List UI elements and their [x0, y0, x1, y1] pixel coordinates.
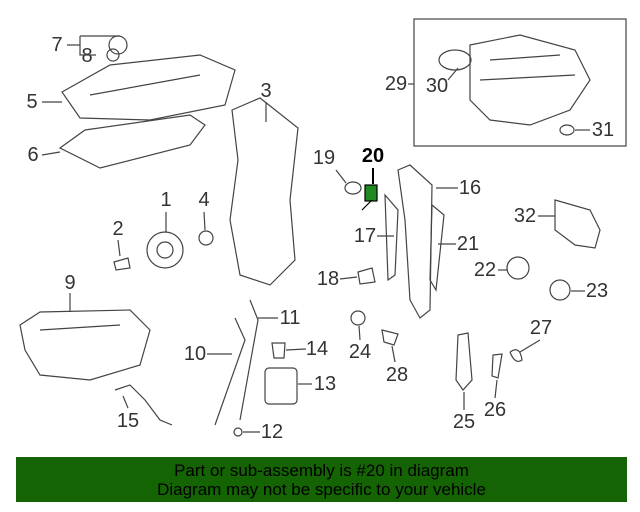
part-label-2[interactable]: 2 — [112, 218, 124, 240]
spring-27-part[interactable] — [509, 349, 523, 362]
idler-24-part[interactable] — [350, 310, 366, 326]
part-label-29[interactable]: 29 — [384, 73, 408, 95]
part-label-6[interactable]: 6 — [27, 144, 39, 166]
part-label-14[interactable]: 14 — [305, 338, 329, 360]
timing-chain-cover-part[interactable] — [229, 97, 299, 286]
cylinder-head-cover-part[interactable] — [61, 54, 236, 121]
intake-manifold-inset-box — [413, 18, 627, 147]
part-label-18[interactable]: 18 — [316, 268, 340, 290]
dipstick-guide-part[interactable] — [239, 299, 259, 421]
part-label-25[interactable]: 25 — [452, 411, 476, 433]
part-label-16[interactable]: 16 — [458, 177, 482, 199]
notice-disclaimer: Diagram may not be specific to your vehi… — [157, 480, 486, 499]
part-label-5[interactable]: 5 — [26, 91, 38, 113]
seal-4-part[interactable] — [198, 230, 214, 246]
part-label-15[interactable]: 15 — [116, 410, 140, 432]
part-28[interactable] — [381, 329, 399, 346]
bolt-2-part[interactable] — [113, 257, 131, 271]
part-label-31[interactable]: 31 — [591, 119, 615, 141]
part-19[interactable] — [344, 181, 362, 195]
notice-part-number: Part or sub-assembly is #20 in diagram — [174, 461, 469, 480]
part-label-30[interactable]: 30 — [425, 75, 449, 97]
timing-chain-part[interactable] — [397, 164, 433, 319]
part-label-27[interactable]: 27 — [529, 317, 553, 339]
chain-25-part[interactable] — [455, 332, 473, 391]
part-label-24[interactable]: 24 — [348, 341, 372, 363]
crankshaft-pulley-part[interactable] — [146, 231, 184, 269]
part-label-13[interactable]: 13 — [313, 373, 337, 395]
part-label-26[interactable]: 26 — [483, 399, 507, 421]
intake-manifold-part[interactable] — [469, 34, 591, 126]
part-label-1[interactable]: 1 — [160, 189, 172, 211]
oxygen-sensor-part[interactable] — [114, 384, 173, 426]
part-32[interactable] — [554, 199, 601, 249]
part-label-22[interactable]: 22 — [473, 259, 497, 281]
part-label-12[interactable]: 12 — [260, 421, 284, 443]
part-label-10[interactable]: 10 — [183, 343, 207, 365]
gasket-30-part[interactable] — [438, 49, 472, 71]
part-label-7[interactable]: 7 — [51, 34, 63, 56]
sprocket-23-part[interactable] — [549, 279, 571, 301]
part-31[interactable] — [559, 124, 575, 136]
oil-drain-plug-part[interactable] — [271, 342, 286, 359]
sprocket-22-part[interactable] — [506, 256, 530, 280]
part-label-11[interactable]: 11 — [279, 307, 301, 329]
part-label-20-highlighted[interactable]: 20 — [361, 145, 385, 167]
part-label-21[interactable]: 21 — [456, 233, 480, 255]
bolt-18-part[interactable] — [357, 267, 376, 285]
oil-pan-part[interactable] — [19, 309, 151, 381]
part-label-8[interactable]: 8 — [81, 45, 93, 67]
part-label-19[interactable]: 19 — [312, 147, 336, 169]
chain-guide-21-part[interactable] — [429, 203, 445, 292]
oil-filter-part[interactable] — [264, 367, 298, 405]
chain-guide-17-part[interactable] — [384, 193, 399, 282]
part-26[interactable] — [491, 353, 503, 379]
part-label-4[interactable]: 4 — [198, 189, 210, 211]
part-label-9[interactable]: 9 — [64, 272, 76, 294]
part-label-3[interactable]: 3 — [260, 80, 272, 102]
head-cover-gasket-part[interactable] — [58, 114, 206, 169]
o-ring-12-part[interactable] — [233, 427, 243, 437]
dipstick-part[interactable] — [214, 317, 246, 426]
gasket-8-part[interactable] — [106, 48, 120, 62]
leader-lines — [41, 35, 590, 433]
part-label-23[interactable]: 23 — [585, 280, 609, 302]
part-label-17[interactable]: 17 — [353, 225, 377, 247]
part-label-28[interactable]: 28 — [385, 364, 409, 386]
diagram-notice-banner: Part or sub-assembly is #20 in diagram D… — [16, 457, 627, 502]
part-label-32[interactable]: 32 — [513, 205, 537, 227]
chain-tensioner-20-part[interactable] — [364, 184, 378, 202]
